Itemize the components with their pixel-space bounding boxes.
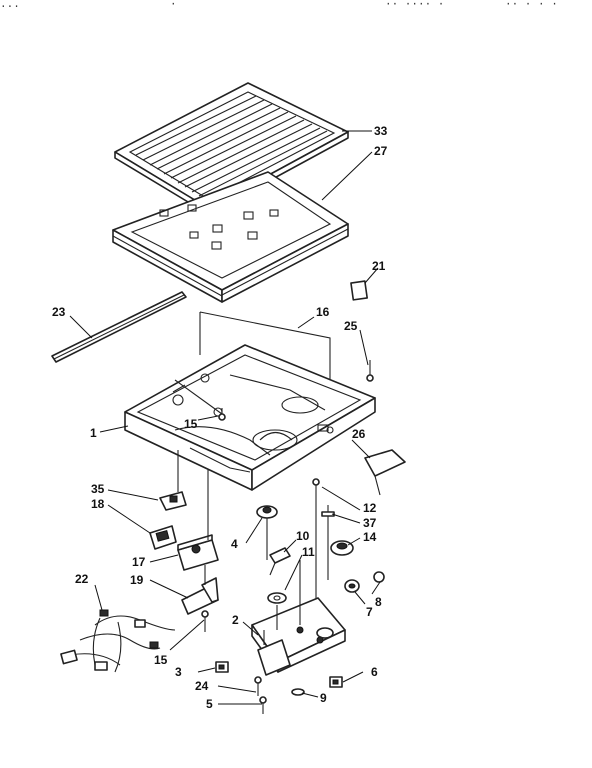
callout-9: 9 <box>320 691 327 705</box>
part-5-screw <box>259 696 267 714</box>
callout-2: 2 <box>232 613 239 627</box>
part-11-washer <box>267 592 287 604</box>
callout-21: 21 <box>372 259 386 273</box>
callout-1: 1 <box>90 426 97 440</box>
part-23-strip <box>51 291 187 363</box>
part-4-grommet <box>256 505 278 560</box>
callout-14: 14 <box>363 530 377 544</box>
assembly-lines <box>177 450 301 630</box>
callout-26: 26 <box>352 427 366 441</box>
part-18-switch <box>149 525 177 550</box>
part-24-screw <box>254 676 262 696</box>
part-1-housing <box>124 344 376 491</box>
part-6-nut <box>329 676 343 688</box>
header-fragment: ... <box>0 0 20 11</box>
callout-5: 5 <box>206 697 213 711</box>
part-37-clip <box>321 511 335 517</box>
part-15-screw-lower <box>201 610 209 632</box>
callout-7: 7 <box>366 605 373 619</box>
part-27-frame <box>112 171 349 303</box>
callout-35: 35 <box>91 482 105 496</box>
callout-4: 4 <box>231 537 238 551</box>
part-3-nut <box>215 661 229 673</box>
callout-19: 19 <box>130 573 144 587</box>
part-8-ring <box>373 571 385 583</box>
callout-18: 18 <box>91 497 105 511</box>
part-21-pad <box>350 280 368 301</box>
header-fragment: · <box>170 0 177 11</box>
part-12-cap <box>312 478 320 486</box>
part-33-grille <box>114 82 349 215</box>
header-fragment: ·· ···· · <box>385 0 444 11</box>
callout-8: 8 <box>375 595 382 609</box>
callout-33: 33 <box>374 124 388 138</box>
callout-15-upper: 15 <box>184 417 198 431</box>
callout-22: 22 <box>75 572 89 586</box>
callout-labels: 33 27 21 23 16 25 1 15 26 35 18 12 37 14… <box>52 124 388 711</box>
part-26-bracket <box>364 449 406 477</box>
callout-24: 24 <box>195 679 209 693</box>
callout-27: 27 <box>374 144 388 158</box>
callout-25: 25 <box>344 319 358 333</box>
callout-11: 11 <box>302 545 315 559</box>
header-fragment: ·· · · · <box>505 0 558 11</box>
part-9-washer <box>291 688 305 696</box>
callout-37: 37 <box>363 516 377 530</box>
part-10-fitting <box>269 547 291 576</box>
callout-3: 3 <box>175 665 182 679</box>
part-35-clip <box>159 491 187 511</box>
part-7-bushing <box>344 579 360 593</box>
callout-15-lower: 15 <box>154 653 168 667</box>
part-15-screw-upper <box>218 408 226 421</box>
part-26-tab <box>374 475 381 496</box>
callout-16: 16 <box>316 305 330 319</box>
callout-23: 23 <box>52 305 66 319</box>
header-fragments: ... · ·· ···· · ·· · · · <box>0 0 558 11</box>
part-14-gear <box>330 540 354 556</box>
callout-10: 10 <box>296 529 310 543</box>
leader-lines <box>69 130 381 705</box>
part-17-control <box>177 534 219 571</box>
part-2-bracket <box>251 597 346 676</box>
part-16-wire <box>199 311 331 395</box>
callout-12: 12 <box>363 501 377 515</box>
callout-6: 6 <box>371 665 378 679</box>
part-19-bracket <box>181 577 219 615</box>
part-25-screw <box>366 360 374 382</box>
callout-17: 17 <box>132 555 146 569</box>
part-22-harness <box>60 609 176 673</box>
